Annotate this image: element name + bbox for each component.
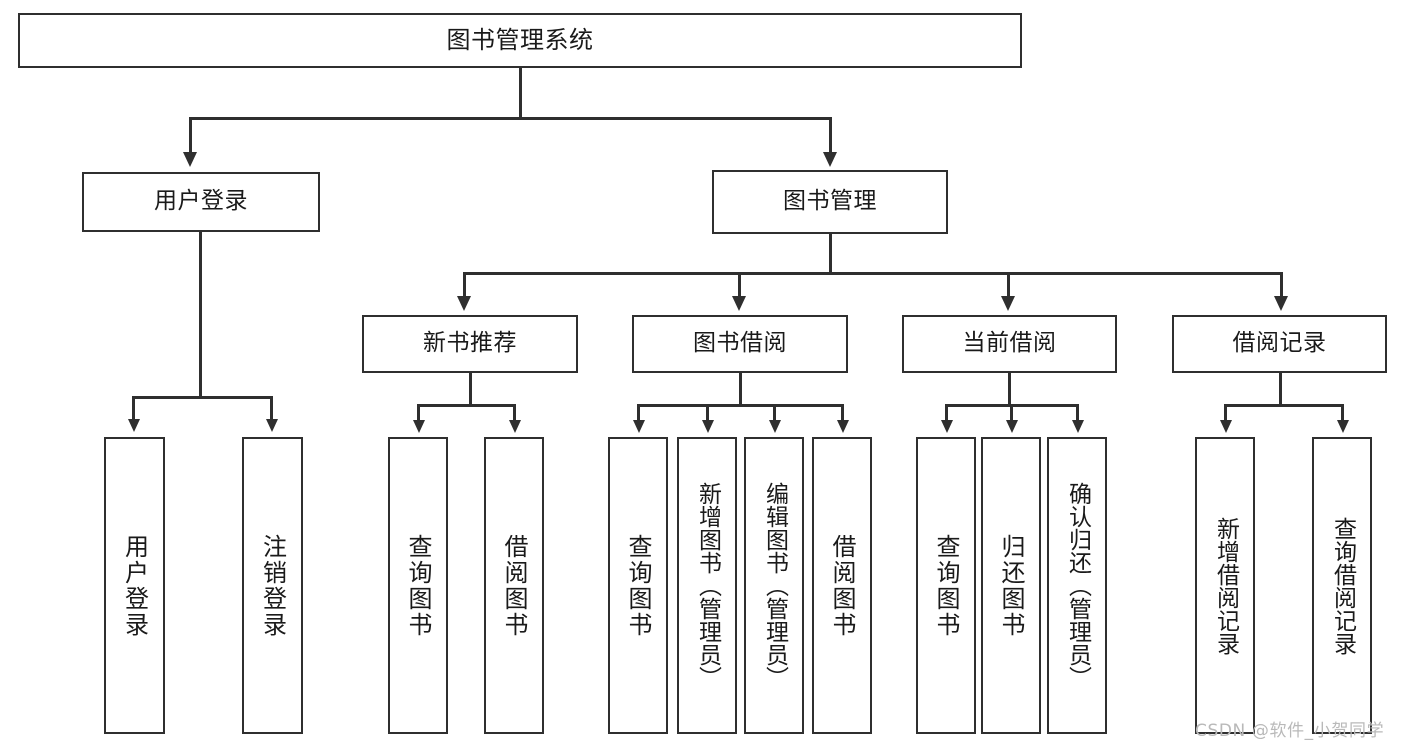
connector-user-login-branch-2 [270,396,273,421]
connector-root-bus [189,117,831,120]
arrowhead-leaf-current-borrow-3 [1072,420,1084,433]
node-book-borrow[interactable]: 图书借阅 [632,315,848,373]
arrowhead-current-borrow [1001,296,1015,311]
connector-new-book-stem [469,373,472,406]
node-label: 编辑图书（管理员） [761,482,788,689]
arrowhead-book-borrow [732,296,746,311]
connector-book-borrow-branch-3 [773,404,776,422]
arrowhead-new-book-recommend [457,296,471,311]
node-label: 借阅图书 [828,533,856,638]
watermark-text: CSDN @软件_小贺同学 [1195,721,1385,741]
node-user-login[interactable]: 用户登录 [82,172,320,232]
node-borrow-record[interactable]: 借阅记录 [1172,315,1387,373]
leaf-user-login-logout[interactable]: 注销登录 [242,437,303,734]
node-root-system[interactable]: 图书管理系统 [18,13,1022,68]
connector-book-borrow-branch-1 [637,404,640,422]
connector-borrow-record-branch-2 [1341,404,1344,422]
connector-borrow-record-branch-1 [1224,404,1227,422]
connector-user-login-branch-1 [132,396,135,421]
connector-book-borrow-stem [739,373,742,406]
arrowhead-leaf-new-book-2 [509,420,521,433]
connector-book-mgmt-stem [829,234,832,274]
arrowhead-book-mgmt [823,152,837,167]
connector-root-to-user-login [189,117,192,155]
node-label: 查询图书 [932,533,960,638]
leaf-current-borrow-query-book[interactable]: 查询图书 [916,437,976,734]
connector-book-borrow-branch-4 [841,404,844,422]
connector-user-login-bus [132,396,271,399]
connector-book-mgmt-bus [463,272,1280,275]
node-label: 注销登录 [258,533,287,638]
arrowhead-leaf-book-borrow-3 [769,420,781,433]
node-label: 新增图书（管理员） [694,482,721,689]
leaf-borrow-record-query-record[interactable]: 查询借阅记录 [1312,437,1372,734]
connector-current-borrow-branch-1 [945,404,948,422]
connector-new-book-bus [417,404,515,407]
connector-current-borrow-branch-3 [1076,404,1079,422]
leaf-current-borrow-return-book[interactable]: 归还图书 [981,437,1041,734]
leaf-book-borrow-add-book[interactable]: 新增图书（管理员） [677,437,737,734]
connector-new-book-branch-2 [513,404,516,422]
node-label: 查询借阅记录 [1329,516,1356,655]
leaf-new-book-query-book[interactable]: 查询图书 [388,437,448,734]
node-label: 图书借阅 [693,330,787,357]
node-label: 当前借阅 [962,330,1057,357]
node-label: 确认归还（管理员） [1064,482,1091,689]
node-new-book-recommend[interactable]: 新书推荐 [362,315,578,373]
node-label: 查询图书 [624,533,652,638]
node-label: 查询图书 [404,533,432,638]
leaf-book-borrow-edit-book[interactable]: 编辑图书（管理员） [744,437,804,734]
node-label: 图书管理系统 [446,26,594,55]
leaf-borrow-record-add-record[interactable]: 新增借阅记录 [1195,437,1255,734]
arrowhead-leaf-user-login-1 [128,419,140,432]
leaf-book-borrow-query-book[interactable]: 查询图书 [608,437,668,734]
node-label: 借阅图书 [500,533,528,638]
node-label: 新增借阅记录 [1212,516,1239,655]
arrowhead-leaf-new-book-1 [413,420,425,433]
node-label: 归还图书 [997,533,1025,638]
node-label: 用户登录 [120,533,149,638]
arrowhead-leaf-user-login-2 [266,419,278,432]
leaf-current-borrow-confirm-return[interactable]: 确认归还（管理员） [1047,437,1107,734]
connector-current-borrow-branch-2 [1010,404,1013,422]
connector-book-borrow-bus [637,404,844,407]
arrowhead-leaf-current-borrow-1 [941,420,953,433]
connector-borrow-record-bus [1224,404,1343,407]
connector-book-mgmt-branch-2 [738,272,741,298]
connector-root-to-book-mgmt [829,117,832,155]
arrowhead-leaf-book-borrow-4 [837,420,849,433]
node-label: 用户登录 [154,188,248,215]
connector-book-mgmt-branch-3 [1007,272,1010,298]
connector-borrow-record-stem [1279,373,1282,406]
node-label: 新书推荐 [423,330,517,357]
node-book-management[interactable]: 图书管理 [712,170,948,234]
connector-book-borrow-branch-2 [706,404,709,422]
arrowhead-leaf-book-borrow-1 [633,420,645,433]
connector-current-borrow-stem [1008,373,1011,406]
connector-book-mgmt-branch-1 [463,272,466,298]
arrowhead-borrow-record [1274,296,1288,311]
leaf-book-borrow-borrow-book[interactable]: 借阅图书 [812,437,872,734]
leaf-new-book-borrow-book[interactable]: 借阅图书 [484,437,544,734]
arrowhead-user-login [183,152,197,167]
connector-root-stem [519,68,522,118]
arrowhead-leaf-current-borrow-2 [1006,420,1018,433]
arrowhead-leaf-book-borrow-2 [702,420,714,433]
leaf-user-login-login[interactable]: 用户登录 [104,437,165,734]
connector-new-book-branch-1 [417,404,420,422]
arrowhead-leaf-borrow-record-2 [1337,420,1349,433]
node-label: 借阅记录 [1232,330,1327,357]
connector-user-login-stem [199,232,202,398]
node-current-borrow[interactable]: 当前借阅 [902,315,1117,373]
arrowhead-leaf-borrow-record-1 [1220,420,1232,433]
connector-book-mgmt-branch-4 [1280,272,1283,298]
node-label: 图书管理 [783,188,877,215]
